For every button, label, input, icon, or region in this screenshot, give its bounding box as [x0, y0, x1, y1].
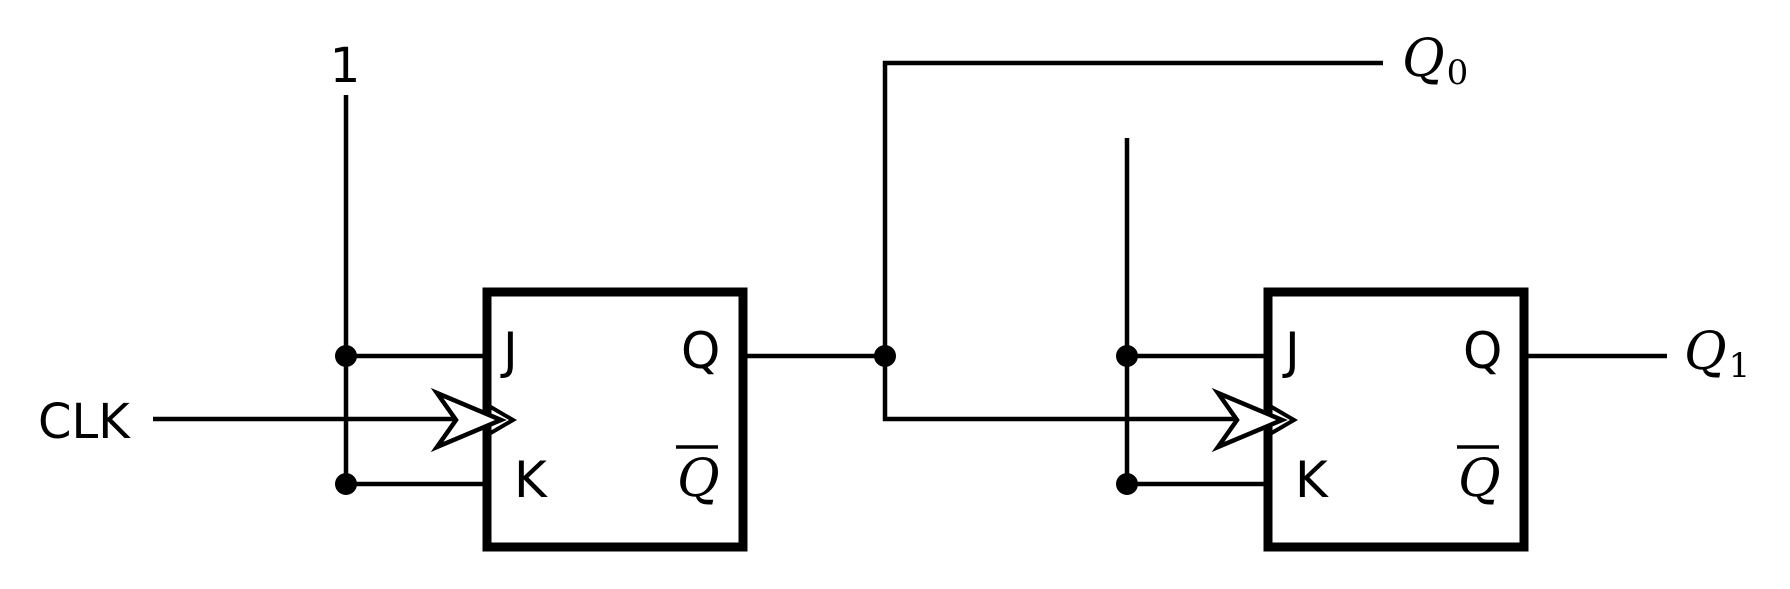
clk-label: CLK [38, 394, 131, 450]
q0-junction-dot [874, 345, 896, 367]
ff2-clock-arrowhead-icon [1211, 387, 1288, 453]
q1-subscript: 1 [1729, 346, 1751, 386]
q1-output-label: Q1 [1684, 322, 1750, 386]
ff1-clock-wedge-icon [487, 404, 517, 436]
ff2-q-label: Q [1463, 322, 1502, 380]
q0-subscript: 0 [1447, 53, 1469, 93]
ff2-k-junction-dot [1116, 473, 1138, 495]
ff2-j-junction-dot [1116, 345, 1138, 367]
q0-output-wire [882, 60, 1383, 356]
ff1-q-label: Q [681, 322, 720, 380]
q0-output-label: Q0 [1402, 29, 1468, 93]
ff2-k-label: K [1295, 451, 1329, 509]
ff1-k-junction-dot [335, 473, 357, 495]
ff1-k-label: K [514, 451, 548, 509]
ff2-clock-feed-wire [882, 356, 1268, 422]
clk-arrowhead-icon [430, 387, 507, 453]
ff2-qbar-label: Q [1458, 449, 1501, 509]
constant-one-label: 1 [330, 38, 361, 94]
ff1-j-junction-dot [335, 345, 357, 367]
q0-base: Q [1402, 29, 1445, 89]
q1-base: Q [1684, 322, 1727, 382]
ff1-j-label: J [500, 322, 518, 380]
ff2-clock-wedge-icon [1268, 404, 1298, 436]
flipflop1-box [482, 287, 748, 552]
ff2-j-label: J [1282, 322, 1300, 380]
ff1-qbar-label: Q [677, 449, 720, 509]
